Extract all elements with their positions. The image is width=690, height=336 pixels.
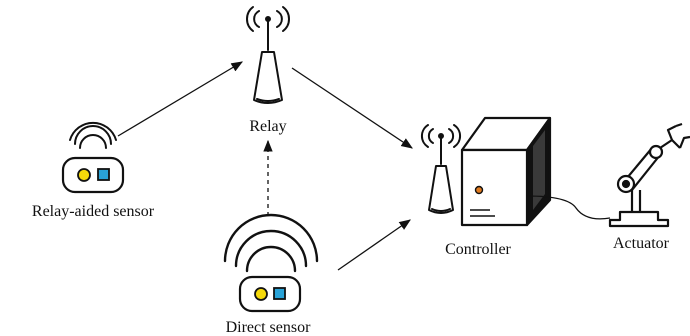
arrow-direct-to-controller <box>337 219 411 271</box>
direct-sensor-node: Direct sensor <box>223 213 319 336</box>
actuator-node: Actuator <box>608 122 690 252</box>
status-led-icon <box>474 185 484 195</box>
controller-node: Controller <box>421 116 552 258</box>
connections <box>117 61 611 271</box>
relay-node: Relay <box>246 6 290 135</box>
relay-aided-sensor-node: Relay-aided sensor <box>32 121 155 220</box>
relay-label: Relay <box>249 118 286 135</box>
direct-sensor-label: Direct sensor <box>226 319 312 336</box>
arrow-sensor-to-relay <box>117 61 244 137</box>
sensor-icon <box>238 275 302 313</box>
robot-arm-icon <box>608 122 690 228</box>
controller-label: Controller <box>445 241 511 258</box>
relay-aided-sensor-label: Relay-aided sensor <box>32 203 155 220</box>
wifi-signal-icon <box>223 213 319 273</box>
actuator-label: Actuator <box>613 235 670 252</box>
wifi-signal-icon <box>69 121 117 149</box>
cable-controller-to-actuator <box>526 195 611 220</box>
controller-antenna-icon <box>421 124 461 214</box>
arrow-relay-to-controller <box>291 67 413 149</box>
relay-antenna-icon <box>246 6 290 104</box>
sensor-icon <box>61 156 125 194</box>
server-icon <box>460 116 552 227</box>
